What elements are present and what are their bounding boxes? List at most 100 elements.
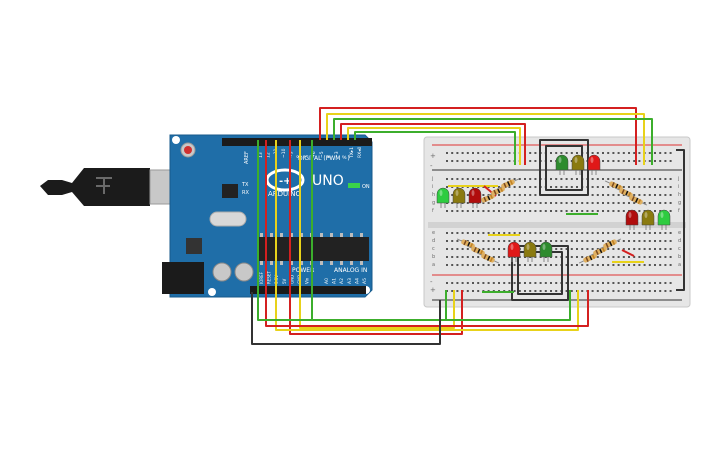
- breadboard-hole: [612, 232, 615, 234]
- breadboard-hole: [576, 232, 578, 234]
- breadboard-hole: [492, 264, 495, 266]
- breadboard-hole: [622, 290, 625, 292]
- breadboard-hole: [451, 240, 454, 242]
- breadboard-hole: [622, 160, 625, 162]
- breadboard-hole: [612, 264, 615, 266]
- row-letter: d: [678, 238, 681, 244]
- wire-black-gnd: [251, 292, 441, 345]
- breadboard-hole: [446, 264, 448, 266]
- breadboard-hole: [638, 248, 641, 250]
- breadboard-hole: [586, 264, 589, 266]
- breadboard-hole: [472, 210, 474, 212]
- breadboard-hole: [607, 248, 610, 250]
- row-letter: e: [678, 230, 681, 236]
- breadboard-hole: [524, 210, 526, 212]
- breadboard-hole: [560, 248, 563, 250]
- breadboard-hole: [602, 194, 604, 196]
- wire-red-mid: [340, 123, 526, 165]
- digital-pin-label: TX▸1: [349, 147, 355, 159]
- breadboard-hole: [607, 232, 610, 234]
- row-letter: c: [432, 246, 435, 252]
- breadboard-hole: [555, 290, 558, 292]
- breadboard-hole: [498, 202, 500, 204]
- breadboard-hole: [550, 152, 552, 154]
- breadboard-hole: [555, 202, 558, 204]
- row-letter: a: [432, 262, 435, 268]
- breadboard-hole: [648, 290, 651, 292]
- row-letter: e: [432, 230, 435, 236]
- breadboard-hole: [534, 178, 537, 180]
- breadboard-hole: [534, 202, 537, 204]
- resistors: [456, 178, 648, 264]
- breadboard-hole: [529, 178, 532, 180]
- breadboard-hole: [607, 160, 610, 162]
- breadboard-hole: [596, 264, 599, 266]
- breadboard-hole: [654, 282, 656, 284]
- breadboard-hole: [607, 194, 610, 196]
- breadboard-hole: [591, 264, 594, 266]
- breadboard-hole: [487, 282, 490, 284]
- breadboard-hole: [617, 240, 620, 242]
- breadboard-hole: [638, 186, 641, 188]
- led: [452, 187, 466, 208]
- breadboard-hole: [446, 178, 448, 180]
- breadboard-hole: [513, 186, 516, 188]
- breadboard-hole: [466, 202, 469, 204]
- resistor: [598, 238, 622, 250]
- breadboard-hole: [555, 210, 558, 212]
- breadboard-hole: [472, 264, 474, 266]
- breadboard-hole: [581, 202, 584, 204]
- breadboard-hole: [560, 240, 563, 242]
- breadboard-hole: [633, 282, 636, 284]
- breadboard-hole: [492, 282, 495, 284]
- breadboard-hole: [534, 240, 537, 242]
- breadboard-hole: [446, 152, 448, 154]
- breadboard-hole: [576, 152, 578, 154]
- breadboard-hole: [659, 256, 662, 258]
- breadboard-hole: [565, 152, 568, 154]
- rail-minus-top: -: [430, 162, 433, 170]
- breadboard-hole: [451, 232, 454, 234]
- row-letter: j: [677, 176, 679, 182]
- breadboard-hole: [487, 248, 490, 250]
- breadboard-hole: [503, 282, 506, 284]
- breadboard-hole: [555, 248, 558, 250]
- breadboard-hole: [534, 186, 537, 188]
- breadboard-hole: [628, 282, 630, 284]
- breadboard-hole: [602, 152, 604, 154]
- breadboard-hole: [492, 202, 495, 204]
- row-letter: f: [678, 208, 680, 214]
- rail-minus-bottom: -: [430, 278, 433, 286]
- breadboard-hole: [498, 160, 500, 162]
- breadboard-hole: [628, 264, 630, 266]
- wire-yellow-low: [299, 140, 455, 329]
- breadboard-hole: [664, 290, 667, 292]
- breadboard-hole: [643, 282, 646, 284]
- breadboard-hole: [576, 240, 578, 242]
- breadboard-hole: [534, 282, 537, 284]
- breadboard-hole: [581, 248, 584, 250]
- breadboard-hole: [607, 240, 610, 242]
- breadboard-hole: [617, 264, 620, 266]
- breadboard-hole: [576, 282, 578, 284]
- breadboard-hole: [503, 202, 506, 204]
- breadboard-hole: [643, 178, 646, 180]
- breadboard-hole: [451, 160, 454, 162]
- breadboard-hole: [524, 178, 526, 180]
- breadboard-hole: [482, 152, 485, 154]
- row-letter: c: [678, 246, 681, 252]
- breadboard-hole: [570, 264, 573, 266]
- breadboard-hole: [669, 210, 672, 212]
- resistor: [486, 185, 510, 197]
- breadboard-hole: [513, 282, 516, 284]
- breadboard-hole: [508, 152, 511, 154]
- breadboard-hole: [498, 210, 500, 212]
- breadboard-hole: [498, 256, 500, 258]
- breadboard-hole: [529, 152, 532, 154]
- breadboard-hole: [659, 248, 662, 250]
- breadboard-hole: [508, 240, 511, 242]
- breadboard-hole: [596, 248, 599, 250]
- breadboard-hole: [612, 282, 615, 284]
- breadboard-hole: [477, 178, 480, 180]
- breadboard-hole: [612, 202, 615, 204]
